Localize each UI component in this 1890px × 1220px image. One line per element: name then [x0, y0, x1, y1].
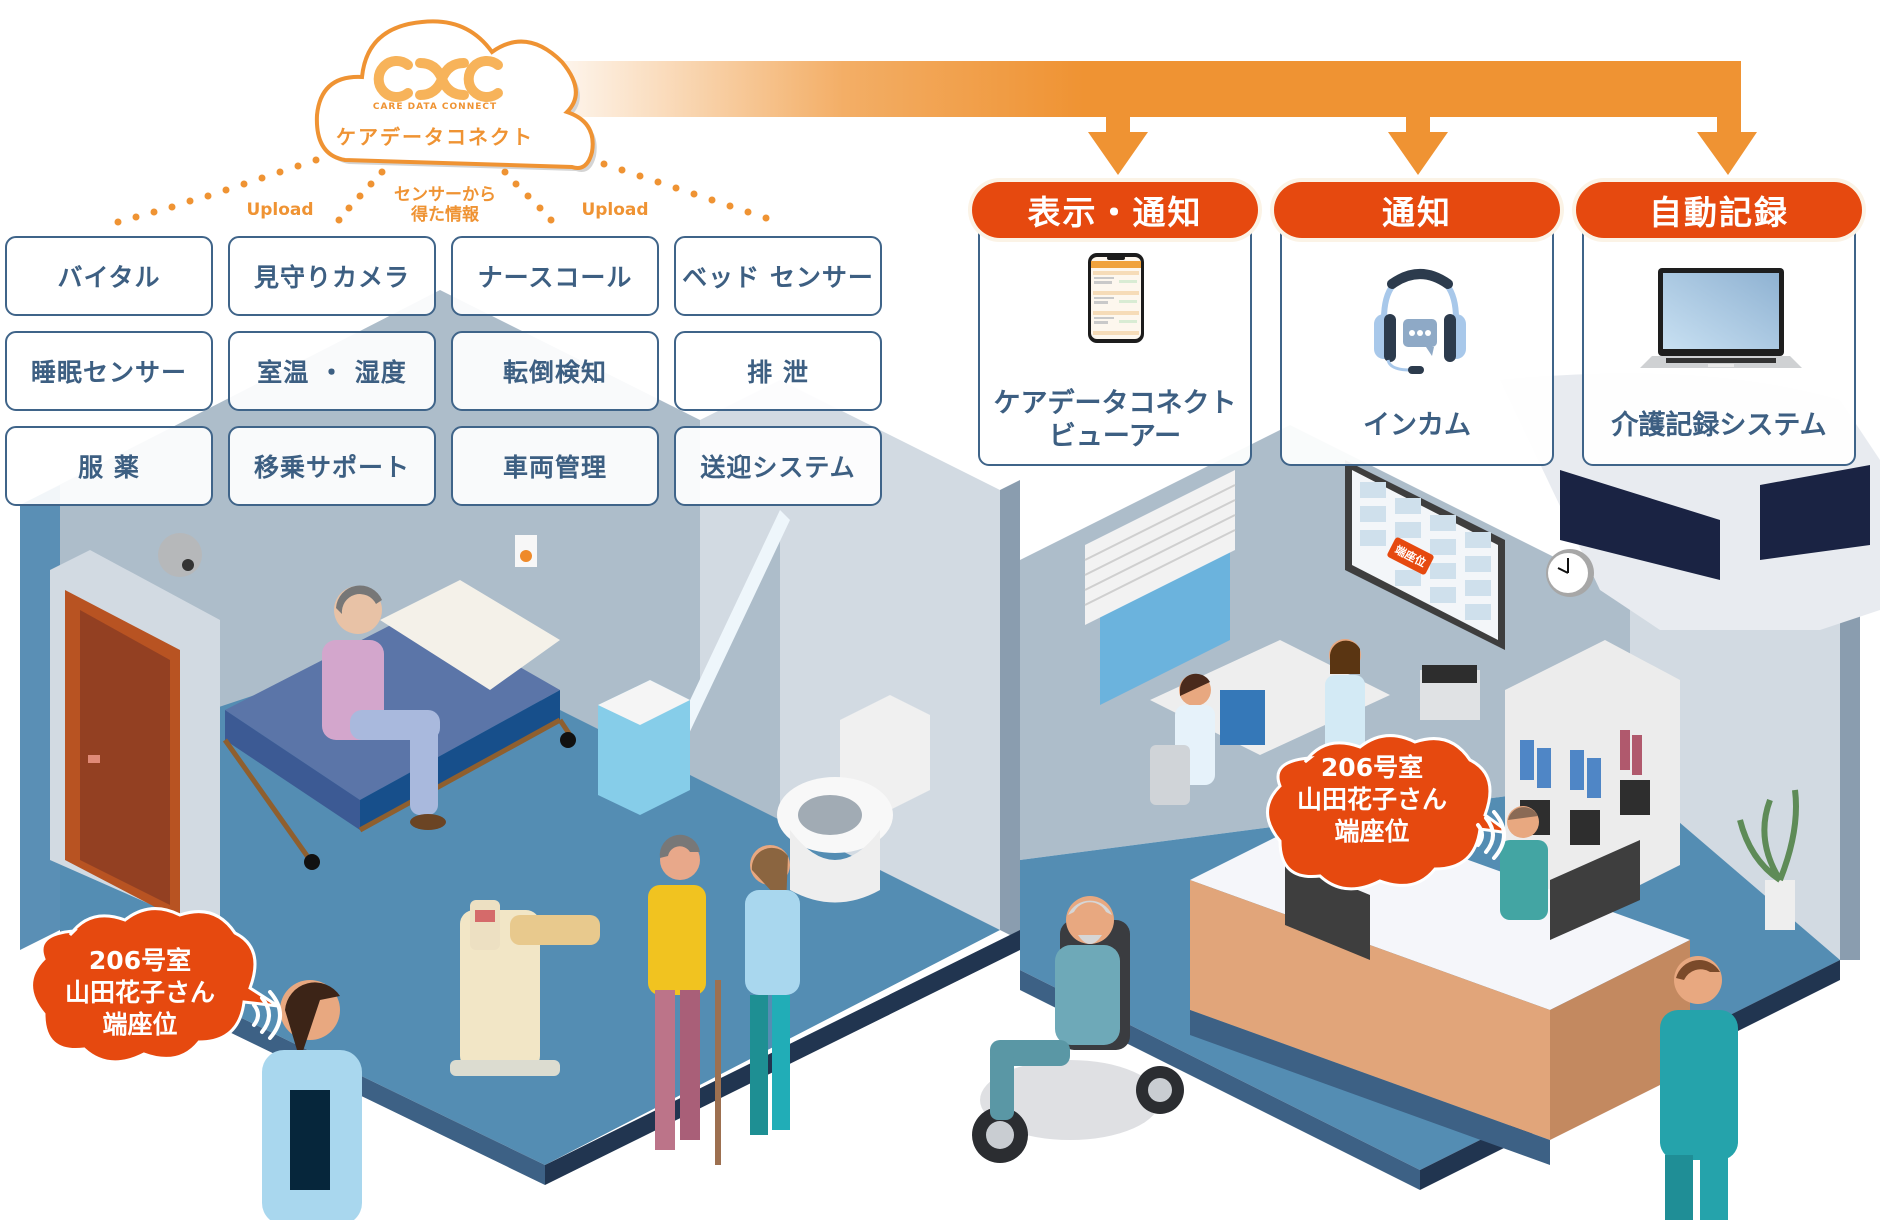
bathroom-wall-shade	[1000, 480, 1020, 940]
counter-monitor-right	[1550, 840, 1640, 940]
output-panel-intercom: インカム	[1280, 210, 1554, 466]
headset-icon	[1374, 269, 1466, 374]
output-label-viewer-line2: ビューアー	[1048, 421, 1182, 452]
upload-label-right: Upload	[581, 200, 649, 220]
potted-plant	[1765, 880, 1795, 930]
elderly-man-vest	[648, 885, 706, 995]
cdc-logo-mark	[373, 56, 503, 102]
wheelchair	[980, 1060, 1160, 1140]
flow-arrow-heads	[1088, 115, 1757, 175]
alert-left-line3: 端座位	[102, 1010, 178, 1039]
alert-right-line2: 山田花子さん	[1296, 785, 1447, 814]
sensor-box-bed-sensor: ベッド センサー	[674, 236, 882, 316]
output-header-notify: 通知	[1274, 182, 1560, 238]
data-flow-arrow-band	[545, 61, 1740, 117]
sensor-box-temp-humidity: 室温 ・ 湿度	[228, 331, 436, 411]
sensor-box-excretion: 排 泄	[674, 331, 882, 411]
sensor-box-fall-detection: 転倒検知	[451, 331, 659, 411]
smartphone-icon	[1088, 253, 1144, 343]
ceiling-camera	[158, 533, 202, 577]
arrow-down-3	[1697, 132, 1757, 175]
alert-left-line1: 206号室	[88, 946, 192, 975]
output-panel-viewer: ケアデータコネクト ビューアー	[978, 210, 1252, 466]
clipboard	[290, 1090, 330, 1190]
window	[1100, 525, 1230, 705]
output-panel-care-record: 介護記録システム	[1582, 210, 1856, 466]
cloud-title: ケアデータコネクト	[336, 125, 534, 149]
sensor-box-transfer-support: 移乗サポート	[228, 426, 436, 506]
alert-right-line3: 端座位	[1334, 817, 1410, 846]
alert-bubble-left-shape	[30, 907, 279, 1064]
dotted-connectors	[114, 148, 770, 226]
alert-left-line2: 山田花子さん	[64, 978, 215, 1007]
sensor-info-label-line1: センサーから	[394, 185, 496, 205]
sensor-box-vehicle-management: 車両管理	[451, 426, 659, 506]
output-header-auto-record: 自動記録	[1576, 182, 1862, 238]
signal-waves-icon	[1476, 810, 1506, 860]
alert-right-line1: 206号室	[1320, 753, 1424, 782]
sensor-box-sleep-sensor: 睡眠センサー	[5, 331, 213, 411]
cloud-logo-caption: CARE DATA CONNECT	[372, 102, 498, 112]
sensor-box-transport-system: 送迎システム	[674, 426, 882, 506]
arrow-down-2	[1388, 132, 1448, 175]
sensor-info-label-line2: 得た情報	[411, 205, 479, 225]
wheelchair-man-head	[1066, 896, 1114, 944]
output-label-care-record: 介護記録システム	[1611, 410, 1827, 441]
caregiver-body	[745, 890, 800, 995]
sensor-box-medication: 服 薬	[5, 426, 213, 506]
upload-label-left: Upload	[246, 200, 314, 220]
counter-monitor-left	[1285, 860, 1370, 960]
output-label-intercom: インカム	[1363, 410, 1471, 441]
signal-waves-icon	[252, 990, 282, 1040]
output-label-viewer-line1: ケアデータコネクト	[993, 388, 1237, 419]
male-nurse-body	[1660, 1010, 1738, 1160]
output-header-display-notify: 表示・通知	[972, 182, 1258, 238]
sensor-box-vital: バイタル	[5, 236, 213, 316]
sensor-box-watch-camera: 見守りカメラ	[228, 236, 436, 316]
laptop-icon	[1640, 268, 1802, 368]
sensor-box-nurse-call: ナースコール	[451, 236, 659, 316]
door-panel	[80, 610, 170, 905]
arrow-down-1	[1088, 132, 1148, 175]
alert-bubble-right-shape	[1266, 734, 1505, 891]
bed-pillow	[380, 580, 560, 690]
